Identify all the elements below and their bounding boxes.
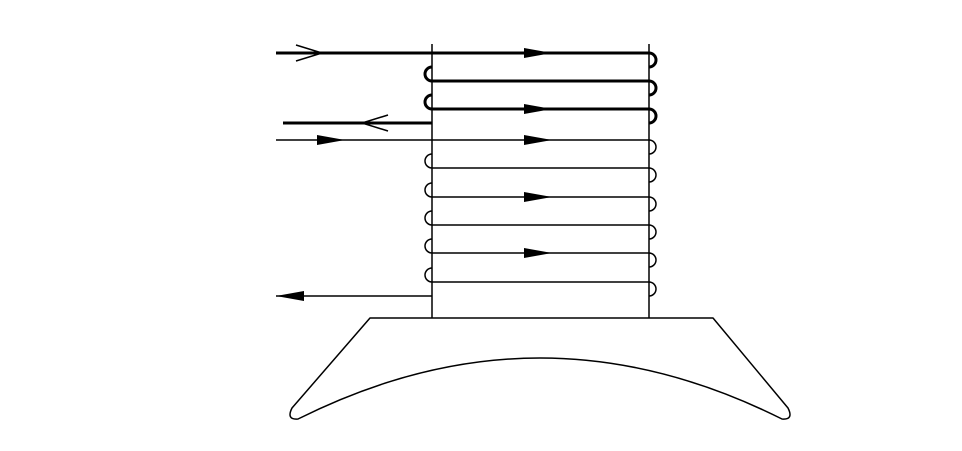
thin-right-loop	[648, 196, 657, 212]
thin-right-loop	[648, 139, 657, 155]
thick-input-arrow-icon	[295, 44, 325, 62]
thin-input-arrow-icon	[317, 135, 345, 145]
thin-left-loop	[424, 210, 433, 226]
thick-right-loop	[648, 107, 658, 125]
thin-turn-arrow-icon	[524, 135, 552, 145]
thick-right-loop	[648, 51, 658, 69]
pole-shoe-outline	[289, 317, 791, 420]
thin-output-arrow-icon	[276, 291, 304, 301]
thin-right-loop	[648, 252, 657, 268]
thick-left-loop	[423, 65, 433, 83]
thick-return-arrow-icon	[359, 114, 389, 132]
thin-turn-arrow-icon	[524, 248, 552, 258]
thick-turn-arrow-icon	[524, 104, 552, 114]
thick-winding	[276, 44, 658, 132]
thin-winding	[276, 135, 657, 301]
thin-right-loop	[648, 167, 657, 183]
pole-shoe-base	[289, 317, 791, 420]
thick-right-loop	[648, 79, 658, 97]
thin-left-loop	[424, 267, 433, 283]
thick-left-loop	[423, 93, 433, 111]
thin-left-loop	[424, 238, 433, 254]
thick-turn-arrow-icon	[524, 48, 552, 58]
thin-right-loop	[648, 224, 657, 240]
core-column	[431, 44, 650, 318]
thin-turn-arrow-icon	[524, 192, 552, 202]
thin-left-loop	[424, 182, 433, 198]
thin-right-loop	[648, 281, 657, 297]
thin-left-loop	[424, 153, 433, 169]
